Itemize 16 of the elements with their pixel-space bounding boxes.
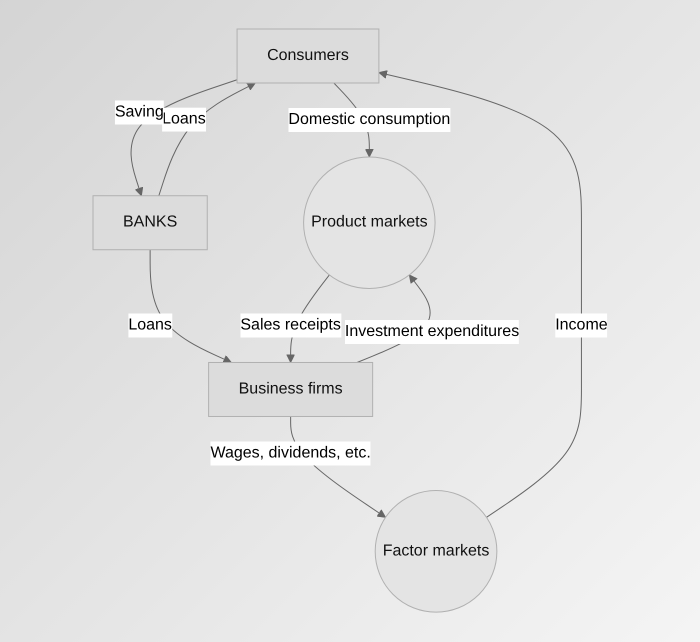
edge-label: Loans [162,111,206,128]
edge-label: Loans [128,316,172,334]
edge-label: Wages, dividends, etc. [210,444,370,462]
node-box: Business firms [208,362,373,418]
arrow [378,70,582,518]
node-box: BANKS [92,196,208,251]
edge-label: Saving [114,104,164,121]
arrow [130,80,238,197]
node-circle: Product markets [302,156,436,290]
node-circle: Factor markets [374,490,498,614]
edge-label: Sales receipts [240,316,341,334]
node-box: Consumers [236,28,380,84]
edge-label: Income [554,316,608,334]
arrow [158,83,256,197]
edge-label: Investment expenditures [344,323,519,340]
edge-label: Domestic consumption [288,111,450,128]
